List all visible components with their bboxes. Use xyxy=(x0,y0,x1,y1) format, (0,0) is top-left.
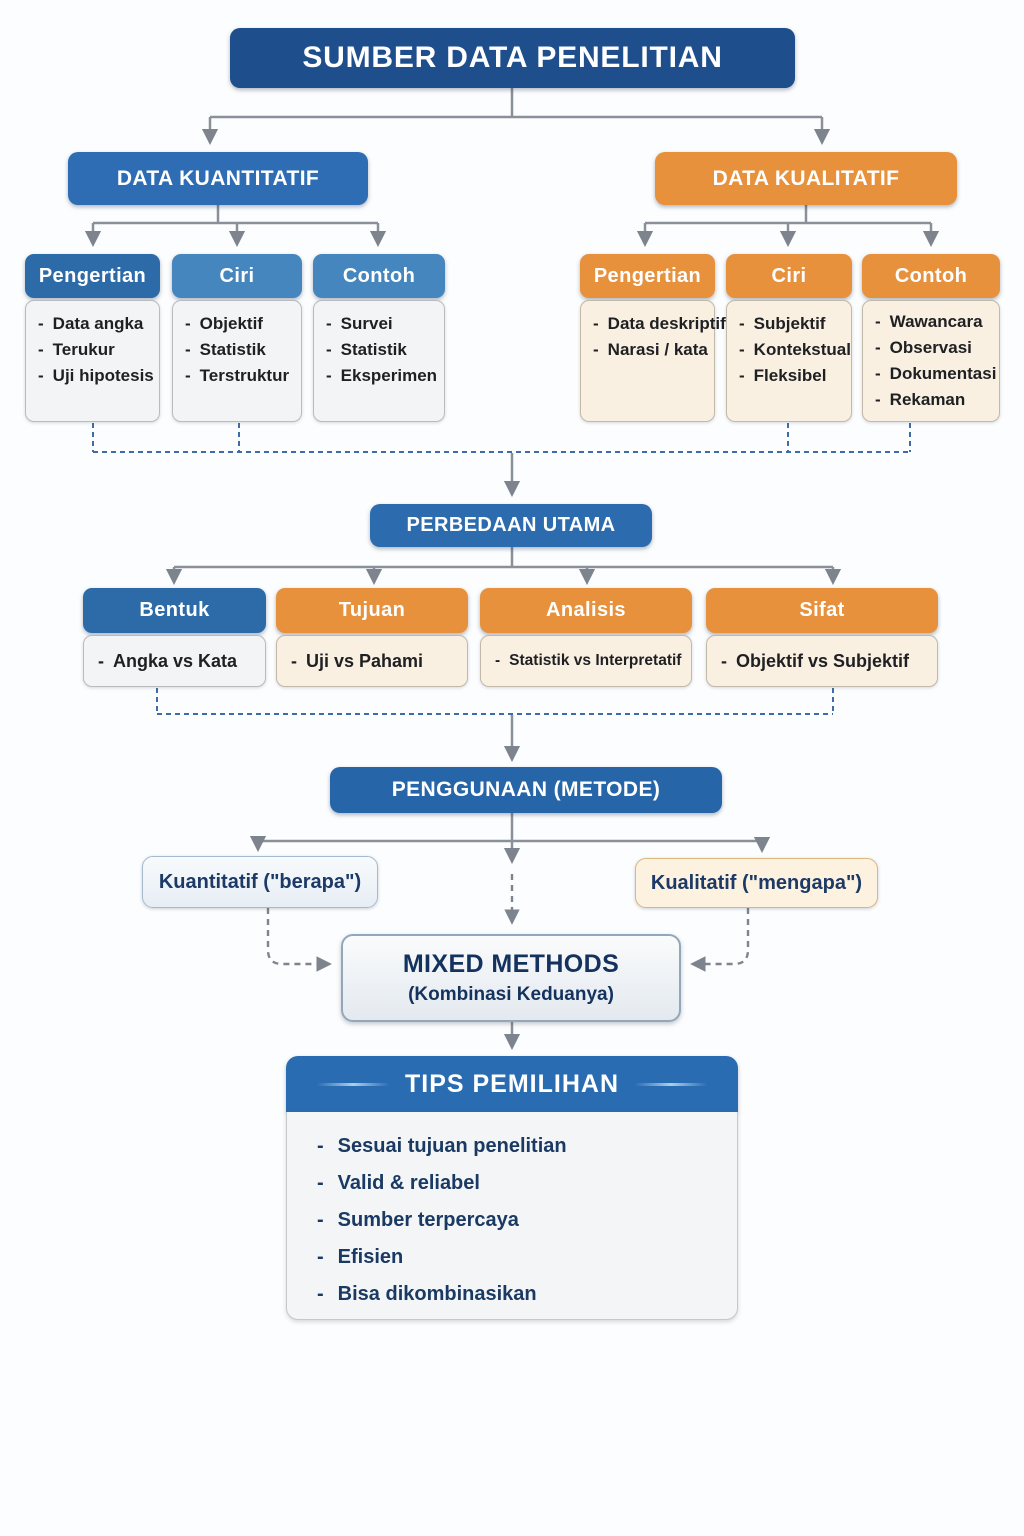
branch-data-kualitatif: DATA KUALITATIF xyxy=(655,152,957,205)
tips-list: Sesuai tujuan penelitian Valid & reliabe… xyxy=(286,1112,738,1320)
tips-item: Bisa dikombinasikan xyxy=(317,1276,727,1313)
quant-ciri-header: Ciri xyxy=(172,254,302,298)
mixed-methods-subtitle: (Kombinasi Keduanya) xyxy=(408,984,614,1005)
list-item: Wawancara xyxy=(875,309,993,335)
list-item: Terstruktur xyxy=(185,363,295,389)
qual-contoh-list: Wawancara Observasi Dokumentasi Rekaman xyxy=(862,300,1000,422)
diff-analisis-body: Statistik vs Interpretatif xyxy=(480,635,692,687)
list-item: Statistik xyxy=(326,337,438,363)
list-item: Kontekstual xyxy=(739,337,851,363)
list-item: Observasi xyxy=(875,335,993,361)
list-item: Uji hipotesis xyxy=(38,363,154,389)
diff-sifat-body: Objektif vs Subjektif xyxy=(706,635,938,687)
qual-ciri-list: Subjektif Kontekstual Fleksibel xyxy=(726,300,852,422)
diff-item: Statistik vs Interpretatif xyxy=(495,648,681,674)
quant-contoh-list: Survei Statistik Eksperimen xyxy=(313,300,445,422)
tips-item: Efisien xyxy=(317,1239,727,1276)
qual-pengertian-header: Pengertian xyxy=(580,254,715,298)
section-penggunaan-metode: PENGGUNAAN (METODE) xyxy=(330,767,722,813)
tips-title: TIPS PEMILIHAN xyxy=(404,1069,619,1098)
qual-pengertian-list: Data deskriptif Narasi / kata xyxy=(580,300,726,422)
list-item: Statistik xyxy=(185,337,295,363)
quant-contoh-header: Contoh xyxy=(313,254,445,298)
usage-kualitatif-pill: Kualitatif ("mengapa") xyxy=(635,858,878,908)
list-item: Rekaman xyxy=(875,387,993,413)
branch-data-kuantitatif: DATA KUANTITATIF xyxy=(68,152,368,205)
diff-tujuan-header: Tujuan xyxy=(276,588,468,633)
diff-tujuan-body: Uji vs Pahami xyxy=(276,635,468,687)
diff-bentuk-header: Bentuk xyxy=(83,588,266,633)
list-item: Eksperimen xyxy=(326,363,438,389)
diff-item: Angka vs Kata xyxy=(98,648,237,674)
list-item: Terukur xyxy=(38,337,153,363)
mixed-methods-title: MIXED METHODS xyxy=(402,950,620,978)
section-perbedaan-utama: PERBEDAAN UTAMA xyxy=(370,504,652,547)
diff-analisis-header: Analisis xyxy=(480,588,692,633)
qual-ciri-header: Ciri xyxy=(726,254,852,298)
list-item: Narasi / kata xyxy=(593,337,708,363)
tips-item: Sesuai tujuan penelitian xyxy=(317,1128,727,1165)
diff-sifat-header: Sifat xyxy=(706,588,938,633)
usage-kuantitatif-pill: Kuantitatif ("berapa") xyxy=(142,856,378,908)
diff-bentuk-body: Angka vs Kata xyxy=(83,635,266,687)
diff-item: Uji vs Pahami xyxy=(291,648,423,674)
list-item: Dokumentasi xyxy=(875,361,997,387)
quant-pengertian-list: Data angka Terukur Uji hipotesis xyxy=(25,300,160,422)
quant-ciri-list: Objektif Statistik Terstruktur xyxy=(172,300,302,422)
list-item: Survei xyxy=(326,311,438,337)
tips-item: Valid & reliabel xyxy=(317,1165,727,1202)
list-item: Fleksibel xyxy=(739,363,845,389)
list-item: Objektif xyxy=(185,311,295,337)
tips-header: TIPS PEMILIHAN xyxy=(286,1056,738,1112)
list-item: Subjektif xyxy=(739,311,845,337)
tips-item: Sumber terpercaya xyxy=(317,1202,727,1239)
list-item: Data deskriptif xyxy=(593,311,726,337)
page-title: SUMBER DATA PENELITIAN xyxy=(230,28,795,88)
qual-contoh-header: Contoh xyxy=(862,254,1000,298)
quant-pengertian-header: Pengertian xyxy=(25,254,160,298)
mixed-methods-box: MIXED METHODS (Kombinasi Keduanya) xyxy=(341,934,681,1022)
diff-item: Objektif vs Subjektif xyxy=(721,648,909,674)
list-item: Data angka xyxy=(38,311,153,337)
